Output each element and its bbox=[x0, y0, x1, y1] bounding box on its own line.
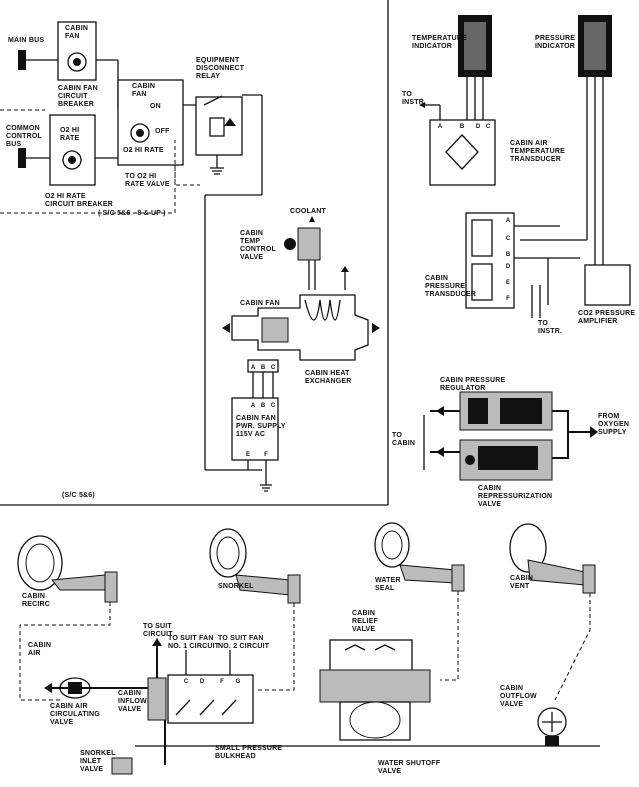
svg-text:F: F bbox=[264, 452, 268, 458]
press-pin-f: F bbox=[506, 296, 510, 302]
cabin-air-temperature-transducer bbox=[429, 119, 496, 186]
inflow-switch-box bbox=[167, 674, 254, 724]
regulator-section bbox=[423, 391, 598, 481]
cabin-recirc-handle bbox=[17, 535, 118, 603]
svg-text:G: G bbox=[236, 679, 241, 685]
main-bus-terminal bbox=[18, 50, 26, 70]
handles-section bbox=[17, 522, 596, 701]
o2-hi-rate-circuit-breaker bbox=[49, 114, 96, 186]
common-control-bus-terminal bbox=[18, 148, 26, 168]
svg-text:C: C bbox=[184, 679, 189, 685]
press-pin-d: D bbox=[506, 264, 511, 270]
label-o2-hi-rate-switch: O2 HI RATE bbox=[123, 147, 164, 154]
instrument-section bbox=[419, 15, 631, 318]
label-on: ON bbox=[150, 103, 161, 110]
svg-text:E: E bbox=[246, 452, 250, 458]
cabin-fan-switch bbox=[117, 79, 184, 166]
cabin-vent-handle bbox=[509, 523, 596, 594]
snorkel-handle bbox=[209, 528, 301, 604]
fan-rotor bbox=[261, 317, 289, 343]
cabin-temp-control-valve bbox=[297, 227, 321, 261]
temp-pin-a: A bbox=[438, 124, 443, 130]
label-off: OFF bbox=[155, 128, 170, 135]
cabin-fan-power-supply bbox=[231, 397, 279, 461]
cabin-inflow-valve bbox=[147, 677, 167, 721]
svg-text:D: D bbox=[200, 679, 205, 685]
svg-text:A: A bbox=[251, 365, 256, 371]
label-sc-5-6-8-up: ( S/C 5&6 - 8 & UP ) bbox=[98, 210, 166, 217]
electrical-section bbox=[0, 21, 263, 471]
temp-pin-b: B bbox=[460, 124, 465, 130]
temp-pin-c: C bbox=[486, 124, 491, 130]
svg-text:B: B bbox=[261, 403, 266, 409]
panel-borders bbox=[0, 0, 389, 506]
pin-labels: A B D C A C B D E F bbox=[438, 124, 511, 302]
label-main-bus: MAIN BUS bbox=[8, 37, 44, 44]
water-seal-handle bbox=[374, 522, 465, 592]
press-pin-b: B bbox=[506, 252, 511, 258]
label-coolant: COOLANT bbox=[290, 208, 327, 215]
press-pin-e: E bbox=[506, 280, 510, 286]
label-snorkel: SNORKEL bbox=[218, 583, 254, 590]
svg-text:A: A bbox=[251, 403, 256, 409]
heat-exchanger-coil bbox=[304, 299, 341, 321]
svg-text:F: F bbox=[220, 679, 224, 685]
label-cabin-fan: CABIN FAN bbox=[240, 300, 280, 307]
snorkel-inlet-valve bbox=[111, 757, 133, 775]
cabin-relief-valve bbox=[329, 639, 413, 676]
svg-text:B: B bbox=[261, 365, 266, 371]
press-pin-c: C bbox=[506, 236, 511, 242]
svg-text:C: C bbox=[271, 403, 276, 409]
press-pin-a: A bbox=[506, 218, 511, 224]
label-sc-5-6: (S/C 5&6) bbox=[62, 492, 95, 499]
temp-pin-d: D bbox=[476, 124, 481, 130]
svg-text:C: C bbox=[271, 365, 276, 371]
co2-pressure-amplifier bbox=[584, 264, 631, 306]
cabin-fan-housing bbox=[231, 294, 369, 361]
